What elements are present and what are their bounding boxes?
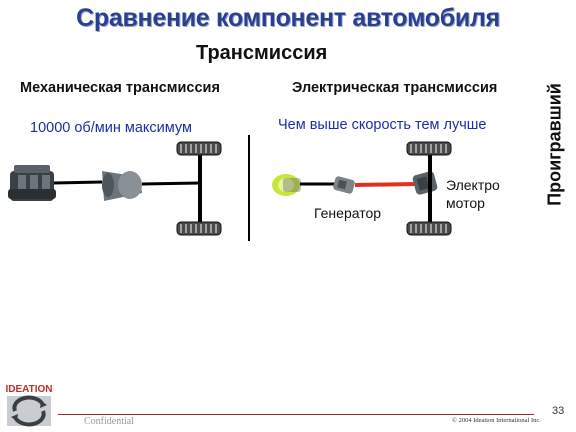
slide-title: Сравнение компонент автомобиля bbox=[76, 4, 500, 32]
generator-unit bbox=[272, 174, 301, 196]
engine-block bbox=[8, 165, 56, 201]
slide-subtitle: Трансмиссия bbox=[196, 42, 328, 64]
verdict-text: Проигравший bbox=[544, 83, 565, 206]
motor-label-line2: мотор bbox=[446, 195, 485, 211]
generator-icon bbox=[333, 176, 355, 194]
mechanical-driveshaft bbox=[53, 180, 103, 185]
gearbox bbox=[102, 171, 142, 201]
electric-link bbox=[354, 182, 417, 187]
motor-label: Электро мотор bbox=[446, 176, 500, 212]
confidential-label: Confidential bbox=[84, 416, 134, 427]
footer-rule bbox=[58, 414, 534, 415]
svg-text:IDEATION: IDEATION bbox=[5, 384, 52, 395]
mechanical-propshaft bbox=[141, 181, 201, 186]
mechanical-wheel-bottom bbox=[176, 221, 222, 236]
electric-wheel-bottom bbox=[406, 221, 452, 236]
ideation-logo: IDEATION bbox=[5, 381, 53, 427]
electric-heading: Электрическая трансмиссия bbox=[292, 80, 498, 96]
mechanical-note: 10000 об/мин максимум bbox=[30, 120, 192, 136]
electric-wheel-top bbox=[406, 141, 452, 156]
page-number: 33 bbox=[552, 405, 565, 417]
electric-note: Чем выше скорость тем лучше bbox=[278, 117, 487, 133]
motor-label-line1: Электро bbox=[446, 177, 500, 193]
copyright-text: © 2004 Ideation International Inc. bbox=[452, 417, 541, 424]
generator-label: Генератор bbox=[314, 205, 382, 221]
mechanical-wheel-top bbox=[176, 141, 222, 156]
mechanical-heading: Механическая трансмиссия bbox=[20, 80, 220, 96]
transmission-diagram bbox=[8, 135, 452, 241]
electric-motor-icon bbox=[412, 171, 438, 195]
verdict-label: Проигравший bbox=[540, 62, 570, 232]
